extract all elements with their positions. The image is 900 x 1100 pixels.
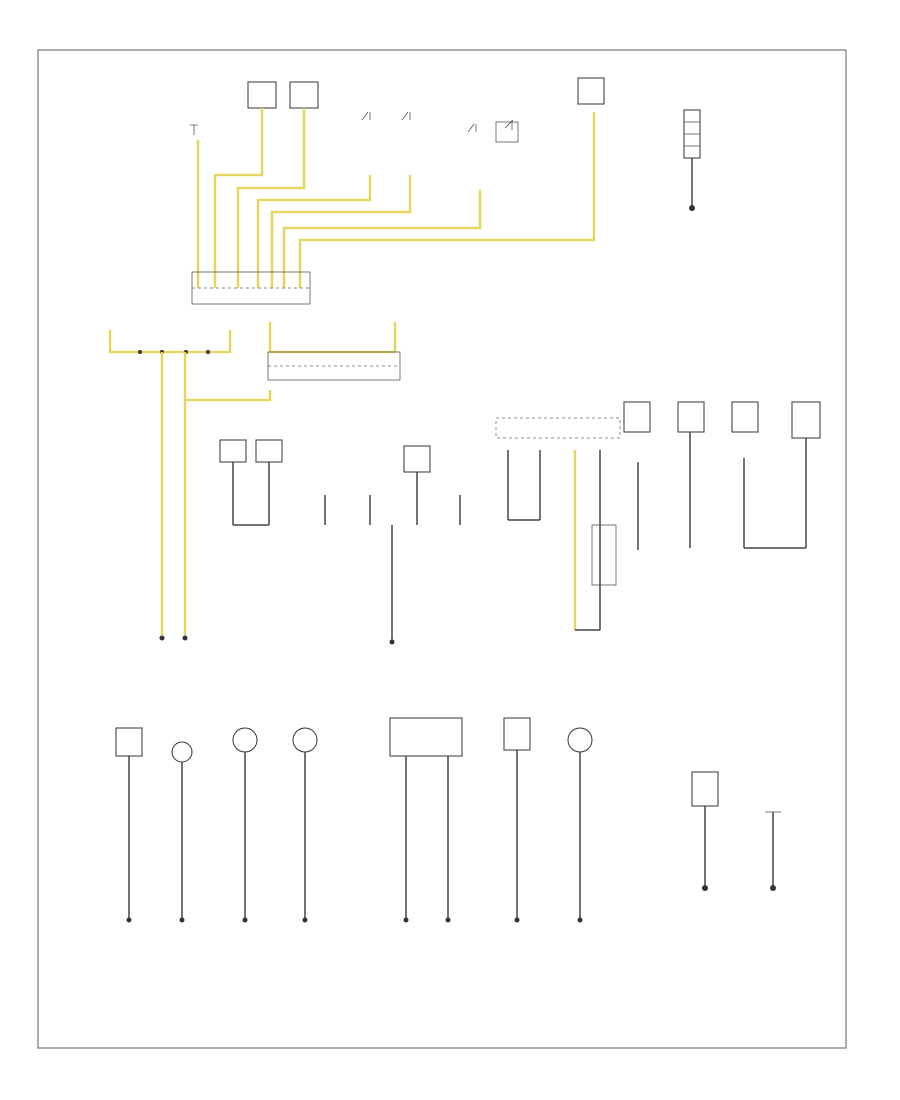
bottom-component-group <box>115 717 781 923</box>
connector-row-right <box>267 322 401 381</box>
relay-box <box>495 121 519 143</box>
component-box <box>577 77 605 105</box>
switch-symbol <box>361 111 371 121</box>
yellow-wire-bundle <box>196 108 596 288</box>
top-component-group <box>190 77 701 159</box>
connector-block-upper <box>191 271 311 305</box>
connector-row-left <box>108 330 232 354</box>
switch-symbol <box>504 119 514 130</box>
component-box <box>247 81 277 109</box>
ground-point <box>689 205 695 211</box>
component-box <box>289 81 319 109</box>
switch-symbol <box>467 123 477 133</box>
yellow-vertical-feeds <box>159 352 272 641</box>
right-sensor-group <box>623 401 821 549</box>
switch-symbol <box>190 124 198 135</box>
diagram-frame <box>37 49 847 1049</box>
middle-right-block <box>495 417 639 631</box>
switch-symbol <box>401 111 411 121</box>
middle-component-group <box>219 439 461 645</box>
